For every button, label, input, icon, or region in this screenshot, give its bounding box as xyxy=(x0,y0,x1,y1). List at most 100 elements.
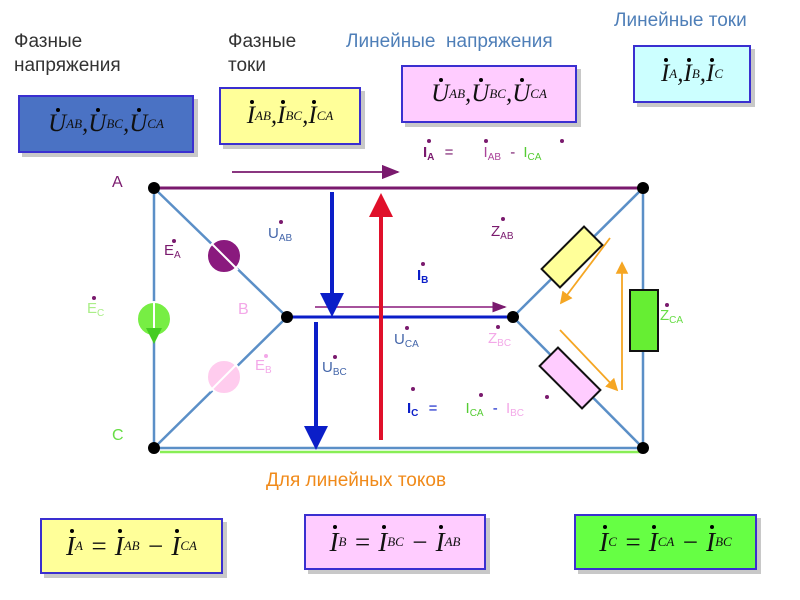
heading-phase-currents-line2: токи xyxy=(228,55,266,76)
sub-ab: AB xyxy=(449,86,466,101)
symbol-i-1: I xyxy=(246,100,256,129)
label-ubc: UBC xyxy=(322,359,347,378)
sub-ab: AB xyxy=(66,116,83,131)
dot-ic xyxy=(411,387,415,391)
heading-phase-currents-line1: Фазные xyxy=(228,31,297,52)
sub-a: A xyxy=(669,66,678,81)
label-node-c: C xyxy=(112,427,124,444)
symbol-i-lhs-a: I xyxy=(66,528,76,561)
heading-phase-voltages-line2: напряжения xyxy=(14,55,121,76)
dot-ec xyxy=(92,296,96,300)
caption-line-currents: Для линейных токов xyxy=(266,470,446,491)
sub-lhs-c: C xyxy=(608,534,617,549)
emf-source-a-arrow xyxy=(211,243,239,271)
emf-source-b-arrow xyxy=(209,364,237,392)
symbol-i-t2-c: I xyxy=(706,524,716,557)
impedance-zbc xyxy=(538,346,602,410)
sub-bc: BC xyxy=(489,86,506,101)
dot-ic-t2 xyxy=(545,395,549,399)
equation-ia: IA = IAB - ICA xyxy=(423,144,542,164)
sub-c: C xyxy=(714,66,724,81)
symbol-u-5: U xyxy=(471,78,490,107)
label-ib: IB xyxy=(417,267,428,286)
sub-lhs-b: B xyxy=(338,534,347,549)
sub-b: B xyxy=(691,66,700,81)
sub-ca: CA xyxy=(147,116,164,131)
dot-zca xyxy=(665,303,669,307)
sub-lhs-a: A xyxy=(75,538,83,553)
symbol-u-1: U xyxy=(48,108,67,137)
sub-t1-a: AB xyxy=(123,538,140,553)
sub-t2-b: AB xyxy=(444,534,461,549)
dot-uca xyxy=(405,326,409,330)
symbol-i-lhs-c: I xyxy=(599,524,609,557)
heading-phase-voltages: Фазные напряжения xyxy=(14,30,121,78)
label-ea: EA xyxy=(164,242,181,261)
symbol-i-t1-a: I xyxy=(114,528,124,561)
current-ab-arrow xyxy=(559,237,611,305)
label-eb: EB xyxy=(255,357,272,376)
symbol-i-4: I xyxy=(660,58,670,87)
label-node-a: A xyxy=(112,174,123,191)
dot-ia-t2 xyxy=(560,139,564,143)
symbol-i-t2-b: I xyxy=(435,524,445,557)
node-load-a xyxy=(637,182,649,194)
label-zab: ZAB xyxy=(491,223,514,242)
dot-ea xyxy=(172,239,176,243)
sub-t1-b: BC xyxy=(387,534,404,549)
label-zca: ZCA xyxy=(660,307,683,326)
sub-bc: BC xyxy=(106,116,123,131)
sub-bc: BC xyxy=(285,108,303,123)
label-ec: EC xyxy=(87,300,104,319)
symbol-i-lhs-b: I xyxy=(329,524,339,557)
dot-ic-t1 xyxy=(479,393,483,397)
symbol-i-5: I xyxy=(683,58,692,87)
sub-ab: AB xyxy=(255,108,271,123)
symbol-i-t2-a: I xyxy=(171,528,181,561)
node-load-c xyxy=(637,442,649,454)
impedance-zca xyxy=(629,289,659,352)
label-uab: UAB xyxy=(268,225,293,244)
sub-ca: CA xyxy=(316,108,334,123)
node-c xyxy=(148,442,160,454)
sub-t2-a: CA xyxy=(180,538,197,553)
symbol-i-t1-c: I xyxy=(648,524,658,557)
dot-zab xyxy=(501,217,505,221)
symbol-i-t1-b: I xyxy=(378,524,388,557)
heading-line-currents: Линейные токи xyxy=(614,10,747,31)
symbol-u-4: U xyxy=(431,78,450,107)
sub-t2-c: BC xyxy=(715,534,732,549)
label-node-b: B xyxy=(238,301,249,318)
node-a xyxy=(148,182,160,194)
heading-phase-voltages-line1: Фазные xyxy=(14,31,83,52)
node-load-b xyxy=(507,311,519,323)
heading-line-voltages: Линейные напряжения xyxy=(346,31,553,52)
equation-ic: IC = ICA - IBC xyxy=(407,400,524,420)
sub-ca: CA xyxy=(530,86,547,101)
dot-ib xyxy=(421,262,425,266)
dot-ubc xyxy=(333,355,337,359)
sub-t1-c: CA xyxy=(657,534,675,549)
dot-ia-t1 xyxy=(484,139,488,143)
node-neutral xyxy=(281,311,293,323)
current-bc-arrow xyxy=(559,329,619,392)
heading-phase-currents: Фазные токи xyxy=(228,30,296,78)
symbol-i-3: I xyxy=(308,100,317,129)
symbol-u-6: U xyxy=(512,78,531,107)
label-uca: UCA xyxy=(394,331,419,350)
symbol-i-2: I xyxy=(277,100,286,129)
label-zbc: ZBC xyxy=(488,330,511,349)
symbol-u-2: U xyxy=(88,108,107,137)
symbol-u-3: U xyxy=(129,108,148,137)
symbol-i-6: I xyxy=(706,58,715,87)
dot-eb xyxy=(264,354,268,358)
dot-uab xyxy=(279,220,283,224)
